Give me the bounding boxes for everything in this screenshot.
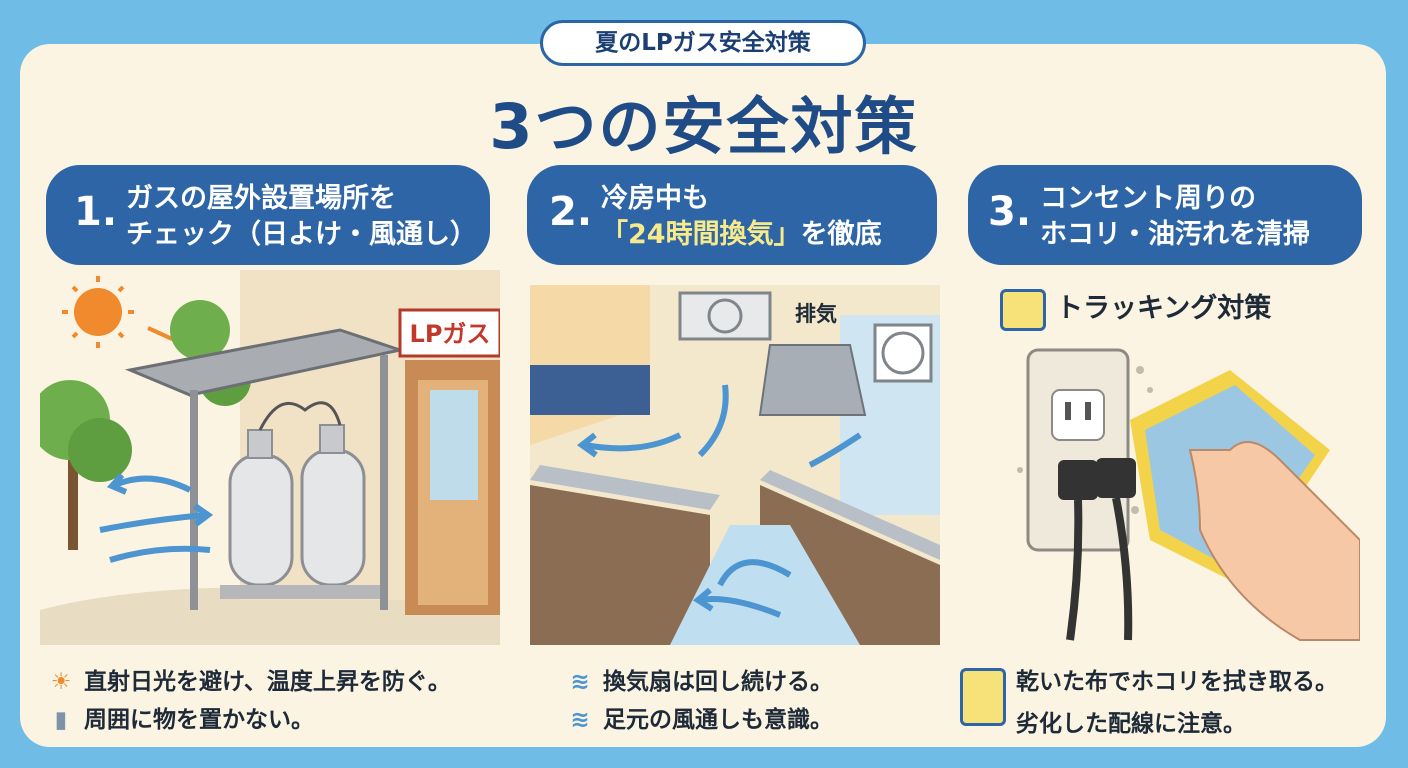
step-2-title-line1: 冷房中も [601,183,709,214]
step-3-number: 3. [988,189,1032,235]
sun-illustration-icon [62,276,134,348]
cleaning-cloth-icon [960,668,1006,726]
tree-icon [40,300,251,550]
step-2-highlight: 「24時間換気」 [601,219,801,250]
tracking-label: トラッキング対策 [1000,286,1271,331]
step-1-title: ガスの屋外設置場所を チェック（日よけ・風通し） [126,181,477,253]
step-1-note-2: ▮ 周囲に物を置かない。 [46,700,314,734]
tracking-label-text: トラッキング対策 [1056,293,1272,324]
objects-icon: ▮ [54,707,68,733]
exhaust-label: 排気 [795,302,837,326]
wall-fan-icon [873,323,933,383]
step-2-header: 2. 冷房中も 「24時間換気」を徹底 [527,165,937,265]
step-2-note-1: ≋ 換気扇は回し続ける。 [565,662,833,696]
step-3-note: 乾いた布でホコリを拭き取る。 劣化した配線に注意。 [960,662,1338,738]
page-title: 3つの安全対策 [489,90,919,163]
step-3-note-line1: 乾いた布でホコリを拭き取る。 [1016,669,1338,695]
kitchen-ventilation-illustration [530,285,940,645]
step-3-title-line2: ホコリ・油汚れを清掃 [1040,219,1310,250]
step-2-note-2-text: 足元の風通しも意識。 [603,707,833,733]
wind-icon: ≋ [570,669,590,695]
hand-icon [1188,441,1360,641]
wall-outlet-icon [1026,348,1136,641]
step-3-note-line2: 劣化した配線に注意。 [1016,711,1246,737]
gas-cylinder-icon [220,401,380,599]
sun-icon: ☀ [50,669,72,695]
step-2-title: 冷房中も 「24時間換気」を徹底 [601,181,882,253]
step-1-note-2-text: 周囲に物を置かない。 [84,707,314,733]
step-1-number: 1. [74,189,118,235]
ceiling-fan-icon [678,291,772,341]
step-3-header: 3. コンセント周りの ホコリ・油汚れを清掃 [968,165,1362,265]
wind-icon: ≋ [570,707,590,733]
step-3-title: コンセント周りの ホコリ・油汚れを清掃 [1040,181,1310,253]
step-1-title-line1: ガスの屋外設置場所を [126,183,396,214]
step-2-number: 2. [549,189,593,235]
step-3-title-line1: コンセント周りの [1040,183,1256,214]
step-1-title-line2: チェック（日よけ・風通し） [126,219,477,250]
step-1-header: 1. ガスの屋外設置場所を チェック（日よけ・風通し） [46,165,490,265]
step-2-title-line2-rest: を徹底 [800,219,882,250]
lp-gas-sign: LPガス [410,320,491,348]
airflow-arrows-icon [99,472,214,563]
step-1-note-1-text: 直射日光を避け、温度上昇を防ぐ。 [84,669,451,695]
tagline-badge: 夏のLPガス安全対策 [540,20,866,66]
airflow-arrows-icon [576,384,862,618]
step-2-title-line2: 「24時間換気」を徹底 [601,217,882,253]
building-door: LPガス [398,308,500,615]
step-2-note-2: ≋ 足元の風通しも意識。 [565,700,833,734]
range-hood [758,344,867,416]
outdoor-gas-illustration: LPガス [40,270,500,645]
cleaning-hand-icon [1000,288,1046,331]
outlet-cleaning-illustration [1000,340,1360,650]
step-1-note-1: ☀ 直射日光を避け、温度上昇を防ぐ。 [46,662,451,696]
step-2-note-1-text: 換気扇は回し続ける。 [603,669,833,695]
